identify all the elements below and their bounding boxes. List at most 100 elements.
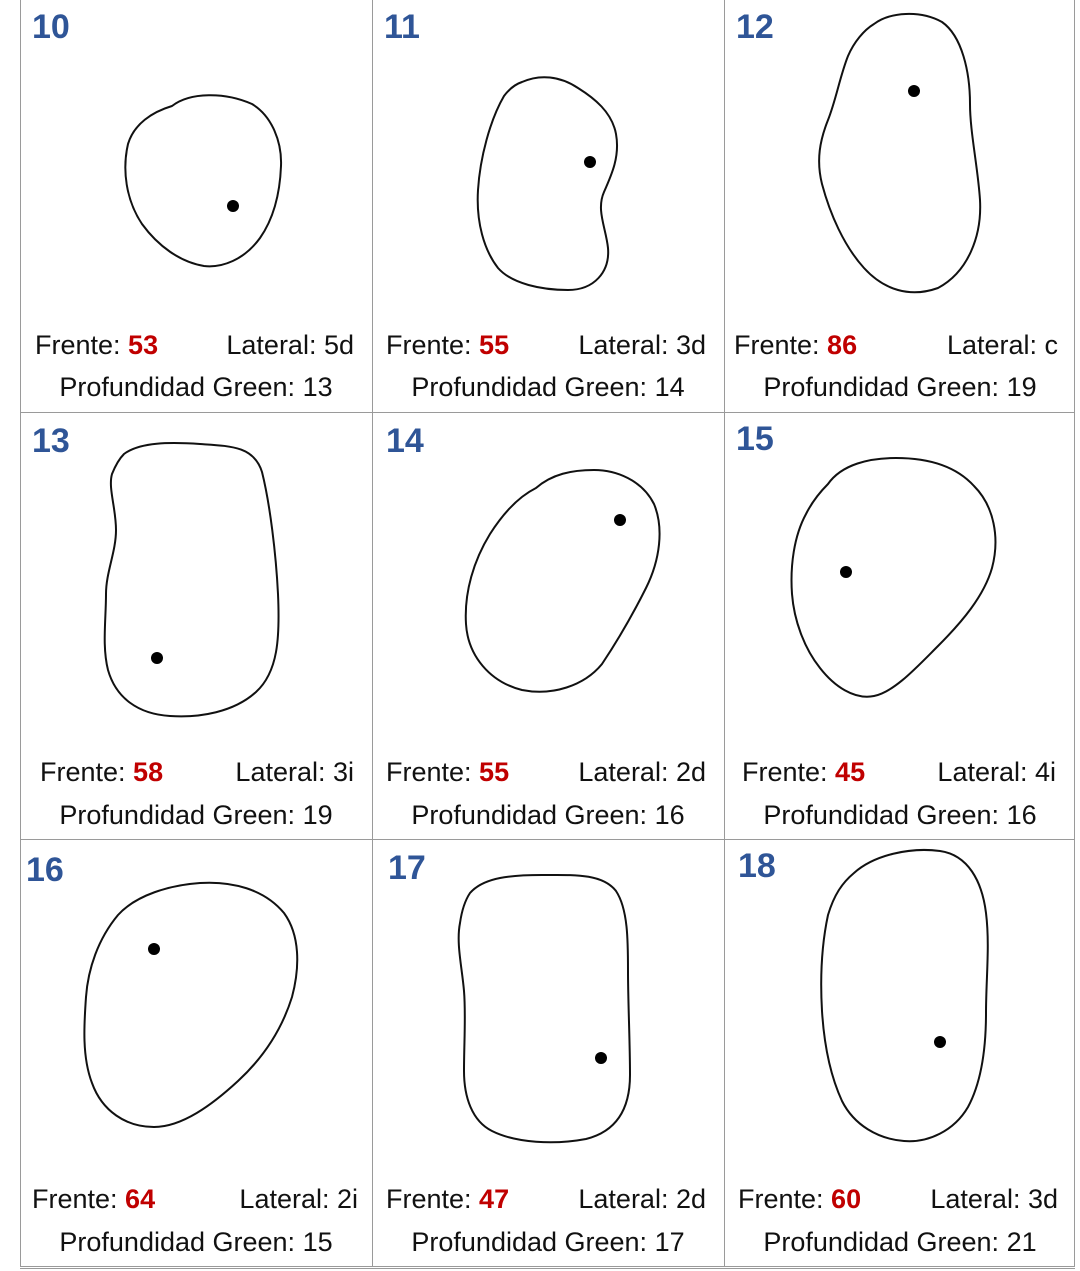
frente-label-group: Frente: 55 xyxy=(386,330,509,361)
lateral-label-group: Lateral: 2i xyxy=(239,1184,358,1215)
depth-label: Profundidad Green: xyxy=(763,800,1006,830)
hole-card: 11 Frente: 55 Lateral: 3d Profundidad Gr… xyxy=(372,0,724,412)
green-outline xyxy=(372,0,724,330)
pin-position xyxy=(151,652,163,664)
hole-card: 14 Frente: 55 Lateral: 2d Profundidad Gr… xyxy=(372,412,724,839)
depth-value: 16 xyxy=(655,800,685,830)
lateral-label: Lateral: xyxy=(930,1184,1028,1214)
depth-value: 21 xyxy=(1007,1227,1037,1257)
lateral-label: Lateral: xyxy=(578,757,676,787)
frente-label-group: Frente: 64 xyxy=(32,1184,155,1215)
lateral-label-group: Lateral: 3d xyxy=(930,1184,1058,1215)
frente-value: 58 xyxy=(133,757,163,787)
depth-line: Profundidad Green: 16 xyxy=(724,800,1076,831)
frente-label: Frente: xyxy=(386,1184,479,1214)
depth-value: 19 xyxy=(303,800,333,830)
depth-line: Profundidad Green: 19 xyxy=(20,800,372,831)
depth-value: 14 xyxy=(655,372,685,402)
hole-card: 16 Frente: 64 Lateral: 2i Profundidad Gr… xyxy=(20,839,372,1266)
lateral-value: 2d xyxy=(676,757,706,787)
hole-card: 10 Frente: 53 Lateral: 5d Profundidad Gr… xyxy=(20,0,372,412)
frente-label-group: Frente: 53 xyxy=(35,330,158,361)
hole-card: 13 Frente: 58 Lateral: 3i Profundidad Gr… xyxy=(20,412,372,839)
frente-value: 53 xyxy=(128,330,158,360)
depth-label: Profundidad Green: xyxy=(763,1227,1006,1257)
lateral-label-group: Lateral: 3d xyxy=(578,330,706,361)
lateral-label: Lateral: xyxy=(937,757,1035,787)
depth-label: Profundidad Green: xyxy=(59,372,302,402)
hole-card: 12 Frente: 86 Lateral: c Profundidad Gre… xyxy=(724,0,1074,412)
green-outline xyxy=(724,0,1076,330)
green-outline xyxy=(372,424,724,754)
pin-position xyxy=(148,943,160,955)
frente-value: 55 xyxy=(479,757,509,787)
depth-value: 16 xyxy=(1007,800,1037,830)
frente-value: 86 xyxy=(827,330,857,360)
lateral-value: 2i xyxy=(337,1184,358,1214)
green-outline xyxy=(20,424,372,754)
depth-label: Profundidad Green: xyxy=(59,1227,302,1257)
frente-label: Frente: xyxy=(32,1184,125,1214)
lateral-label-group: Lateral: 2d xyxy=(578,757,706,788)
depth-line: Profundidad Green: 13 xyxy=(20,372,372,403)
depth-label: Profundidad Green: xyxy=(411,1227,654,1257)
green-outline xyxy=(20,0,372,330)
hole-card: 15 Frente: 45 Lateral: 4i Profundidad Gr… xyxy=(724,412,1074,839)
pin-position xyxy=(908,85,920,97)
frente-label-group: Frente: 60 xyxy=(738,1184,861,1215)
frente-label-group: Frente: 86 xyxy=(734,330,857,361)
pin-position xyxy=(227,200,239,212)
frente-label: Frente: xyxy=(35,330,128,360)
frente-label: Frente: xyxy=(738,1184,831,1214)
lateral-label-group: Lateral: 2d xyxy=(578,1184,706,1215)
lateral-value: 3d xyxy=(676,330,706,360)
depth-label: Profundidad Green: xyxy=(411,800,654,830)
frente-label: Frente: xyxy=(40,757,133,787)
lateral-value: 5d xyxy=(324,330,354,360)
lateral-label: Lateral: xyxy=(226,330,324,360)
depth-line: Profundidad Green: 14 xyxy=(372,372,724,403)
frente-label-group: Frente: 58 xyxy=(40,757,163,788)
lateral-label: Lateral: xyxy=(235,757,333,787)
lateral-label-group: Lateral: c xyxy=(947,330,1058,361)
lateral-label-group: Lateral: 5d xyxy=(226,330,354,361)
frente-label: Frente: xyxy=(742,757,835,787)
lateral-label-group: Lateral: 3i xyxy=(235,757,354,788)
frente-label: Frente: xyxy=(386,757,479,787)
pin-position xyxy=(934,1036,946,1048)
frente-value: 64 xyxy=(125,1184,155,1214)
hole-card: 17 Frente: 47 Lateral: 2d Profundidad Gr… xyxy=(372,839,724,1266)
green-outline xyxy=(372,851,724,1181)
depth-line: Profundidad Green: 15 xyxy=(20,1227,372,1258)
lateral-label: Lateral: xyxy=(947,330,1045,360)
lateral-label-group: Lateral: 4i xyxy=(937,757,1056,788)
depth-value: 17 xyxy=(655,1227,685,1257)
green-outline xyxy=(724,424,1076,754)
frente-label: Frente: xyxy=(386,330,479,360)
lateral-value: 2d xyxy=(676,1184,706,1214)
green-outline xyxy=(20,851,372,1181)
green-outline xyxy=(724,847,1076,1177)
depth-value: 15 xyxy=(303,1227,333,1257)
bottom-border xyxy=(20,1266,1075,1269)
frente-label-group: Frente: 45 xyxy=(742,757,865,788)
depth-line: Profundidad Green: 17 xyxy=(372,1227,724,1258)
pin-position xyxy=(584,156,596,168)
frente-value: 60 xyxy=(831,1184,861,1214)
frente-value: 47 xyxy=(479,1184,509,1214)
depth-label: Profundidad Green: xyxy=(59,800,302,830)
pin-position xyxy=(595,1052,607,1064)
depth-line: Profundidad Green: 21 xyxy=(724,1227,1076,1258)
lateral-value: c xyxy=(1045,330,1059,360)
depth-value: 13 xyxy=(303,372,333,402)
lateral-value: 4i xyxy=(1035,757,1056,787)
frente-label-group: Frente: 47 xyxy=(386,1184,509,1215)
pin-position xyxy=(840,566,852,578)
frente-label: Frente: xyxy=(734,330,827,360)
depth-label: Profundidad Green: xyxy=(763,372,1006,402)
lateral-label: Lateral: xyxy=(578,1184,676,1214)
hole-card: 18 Frente: 60 Lateral: 3d Profundidad Gr… xyxy=(724,839,1074,1266)
frente-value: 55 xyxy=(479,330,509,360)
lateral-value: 3i xyxy=(333,757,354,787)
depth-label: Profundidad Green: xyxy=(411,372,654,402)
